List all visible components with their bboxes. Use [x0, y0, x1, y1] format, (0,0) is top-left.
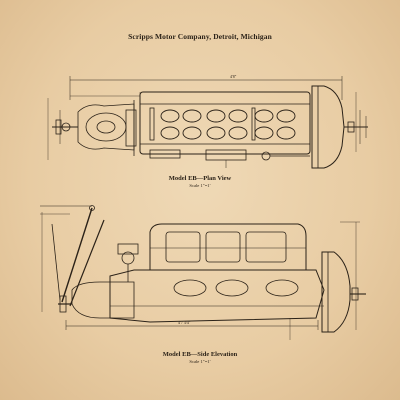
plan-view-scale: Scale 1″=1′ [189, 183, 211, 188]
plan-overall-dimension: 4'8″ [230, 74, 237, 79]
plan-view-title: Model EB—Plan View [168, 175, 232, 182]
side-overall-dimension: 4'7 3/4″ [178, 320, 191, 325]
plan-view-caption: Model EB—Plan View Scale 1″=1′ [0, 175, 400, 188]
page-title: Scripps Motor Company, Detroit, Michigan [128, 32, 272, 41]
side-elevation-scale: Scale 1″=1′ [189, 359, 211, 364]
side-elevation-title: Model EB—Side Elevation [162, 351, 238, 358]
side-elevation-caption: Model EB—Side Elevation Scale 1″=1′ [0, 351, 400, 364]
